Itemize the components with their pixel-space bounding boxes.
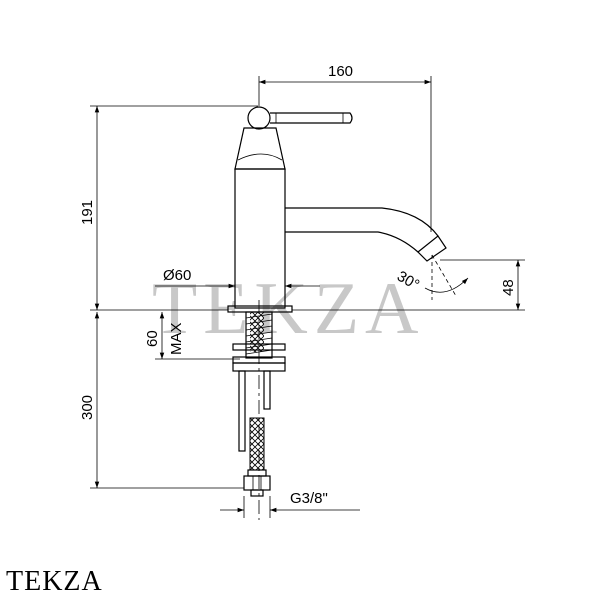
brand-logo-text: TEKZA: [6, 566, 103, 597]
base-diameter-label: Ø60: [163, 267, 191, 284]
watermark-text: TEKZA: [152, 268, 425, 350]
dimension-base-diameter: Ø60: [155, 267, 320, 289]
deck-thickness-label: 60: [144, 330, 161, 347]
hose-length-label: 300: [79, 395, 96, 420]
spout-reach-label: 160: [328, 63, 353, 80]
deck-thickness-note: MAX: [168, 322, 185, 355]
dimension-outlet-height: 48: [292, 259, 525, 311]
dimension-connection: G3/8": [220, 490, 360, 518]
dimension-spout-reach: 160: [258, 63, 432, 232]
outlet-height-label: 48: [500, 279, 517, 296]
dimension-deck-thickness: 60 MAX: [144, 312, 240, 360]
dimension-total-height: 191: [79, 105, 258, 311]
faucet-body: [227, 106, 447, 313]
dimension-hose-length: 300: [79, 312, 244, 489]
mounting-assembly: [232, 300, 286, 520]
total-height-label: 191: [79, 200, 96, 225]
connection-label: G3/8": [290, 490, 328, 507]
